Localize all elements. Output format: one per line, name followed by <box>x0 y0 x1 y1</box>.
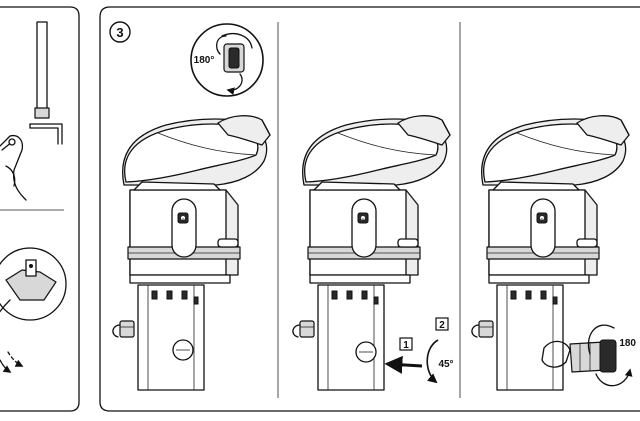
rotate-arrow-group: 2 45° <box>426 317 454 384</box>
rotate-arrow <box>426 339 439 384</box>
step-number-badge: 3 <box>109 21 131 43</box>
lock-unit-1 <box>112 115 271 391</box>
rotation-callout: 180° <box>190 23 264 97</box>
push-arrow-group: 1 <box>384 337 423 374</box>
rotate-marker: 2 <box>439 320 445 331</box>
motion-arrows <box>0 351 24 373</box>
removed-cylinder <box>541 339 617 373</box>
panel3-rotation-label: 180 <box>619 338 636 349</box>
angle-label: 45° <box>438 359 453 370</box>
lock-unit-2 <box>292 115 451 391</box>
left-partial-panel <box>0 6 80 412</box>
clamp-hook <box>0 134 27 201</box>
step-number: 3 <box>116 25 123 40</box>
callout-rotation-label: 180° <box>194 55 215 66</box>
action-marker: 1 <box>403 340 409 351</box>
mounting-rod <box>29 21 63 145</box>
detail-zoom-circle <box>0 247 67 321</box>
push-arrow <box>384 355 423 374</box>
rotation-arrow-3: 180 <box>587 324 636 387</box>
step-panel: 3 180° 1 <box>99 6 640 412</box>
